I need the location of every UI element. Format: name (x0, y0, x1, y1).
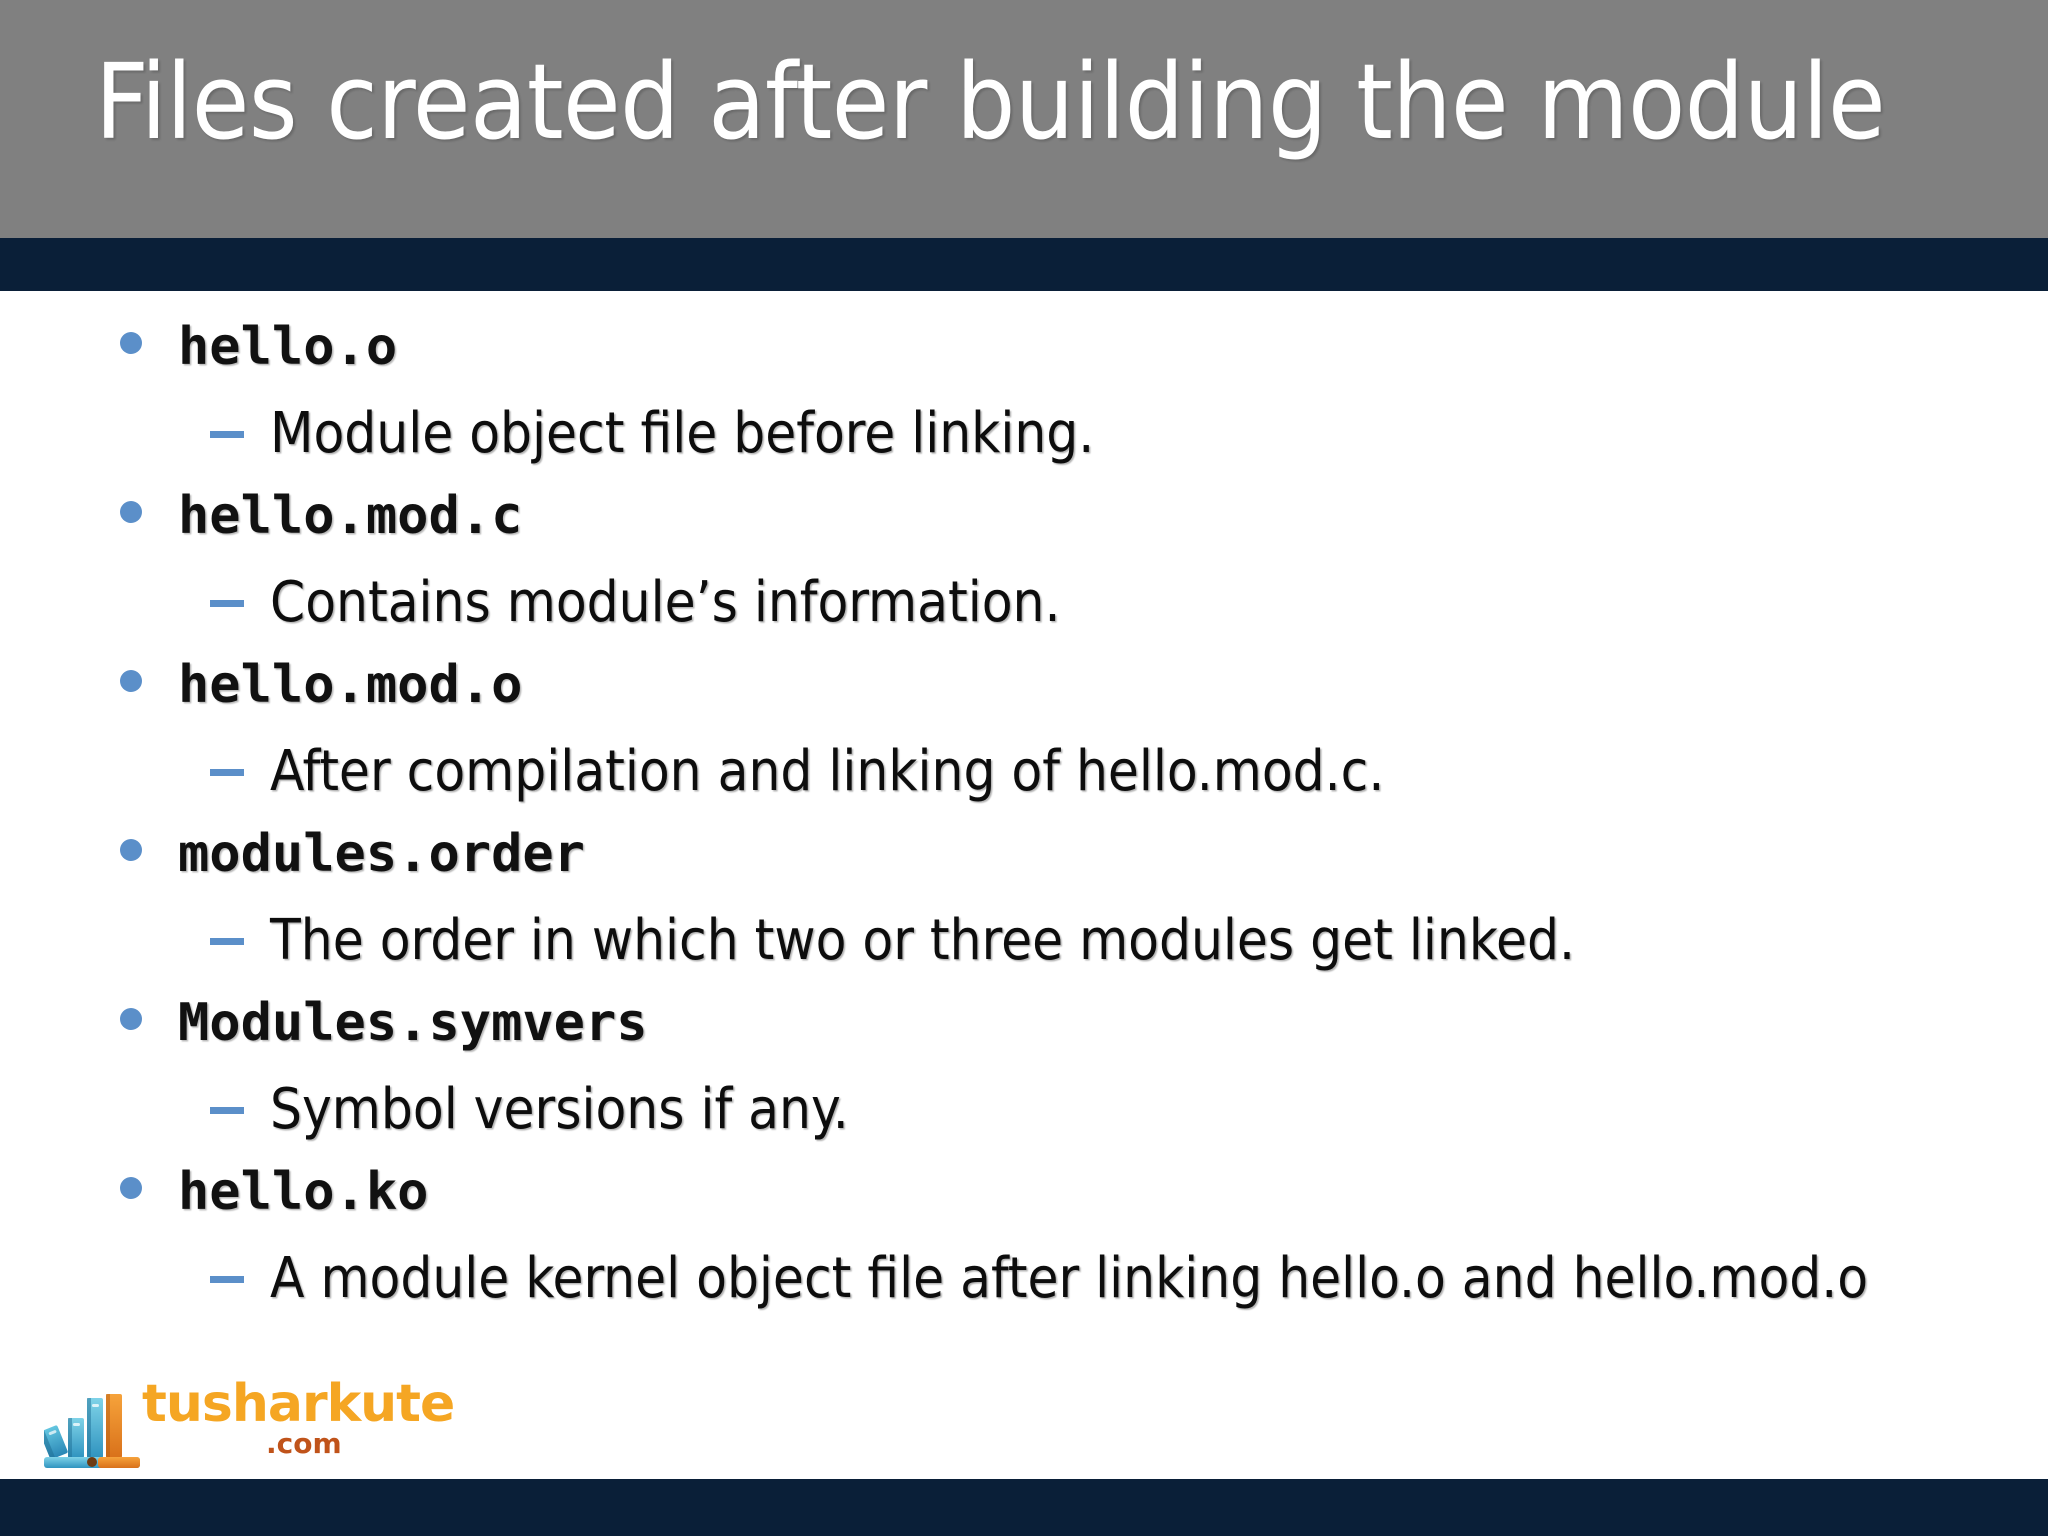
dash-bullet-icon (210, 1276, 244, 1283)
dash-bullet-icon (210, 938, 244, 945)
file-description: Symbol versions if any. (270, 1077, 849, 1142)
logo-tld: .com (266, 1427, 342, 1460)
file-description-row: A module kernel object file after linkin… (0, 1246, 2048, 1331)
bullet-dot-icon (120, 670, 142, 692)
file-list-item: Modules.symvers (0, 993, 2048, 1077)
file-name: hello.mod.c (178, 486, 523, 546)
slide-header-band (0, 0, 2048, 238)
file-description: A module kernel object file after linkin… (270, 1246, 1869, 1311)
file-description-row: After compilation and linking of hello.m… (0, 739, 2048, 824)
header-accent-rule (0, 238, 2048, 291)
stacked-books-icon (39, 1380, 140, 1468)
dash-bullet-icon (210, 431, 244, 438)
file-description-row: The order in which two or three modules … (0, 908, 2048, 993)
file-description: Contains module’s information. (270, 570, 1061, 635)
file-name: Modules.symvers (178, 993, 648, 1053)
file-list-item: modules.order (0, 824, 2048, 908)
file-description: The order in which two or three modules … (270, 908, 1576, 973)
file-description-row: Contains module’s information. (0, 570, 2048, 655)
slide-footer-band (0, 1479, 2048, 1536)
slide-title: Files created after building the module (95, 41, 1886, 163)
dash-bullet-icon (210, 600, 244, 607)
file-list-item: hello.mod.o (0, 655, 2048, 739)
file-list-item: hello.ko (0, 1162, 2048, 1246)
dash-bullet-icon (210, 769, 244, 776)
bullet-dot-icon (120, 1177, 142, 1199)
bullet-dot-icon (120, 839, 142, 861)
dash-bullet-icon (210, 1107, 244, 1114)
logo-wordmark: tusharkute (142, 1374, 455, 1434)
bullet-dot-icon (120, 332, 142, 354)
tusharkute-logo: tusharkute .com (39, 1374, 455, 1474)
file-description-row: Symbol versions if any. (0, 1077, 2048, 1162)
file-list-item: hello.o (0, 317, 2048, 401)
bullet-dot-icon (120, 501, 142, 523)
file-name: hello.o (178, 317, 398, 377)
file-name: hello.ko (178, 1162, 429, 1222)
file-description-row: Module object file before linking. (0, 401, 2048, 486)
file-list-item: hello.mod.c (0, 486, 2048, 570)
file-name: modules.order (178, 824, 585, 884)
file-name: hello.mod.o (178, 655, 523, 715)
file-description: Module object file before linking. (270, 401, 1095, 466)
bullet-dot-icon (120, 1008, 142, 1030)
file-description: After compilation and linking of hello.m… (270, 739, 1385, 804)
